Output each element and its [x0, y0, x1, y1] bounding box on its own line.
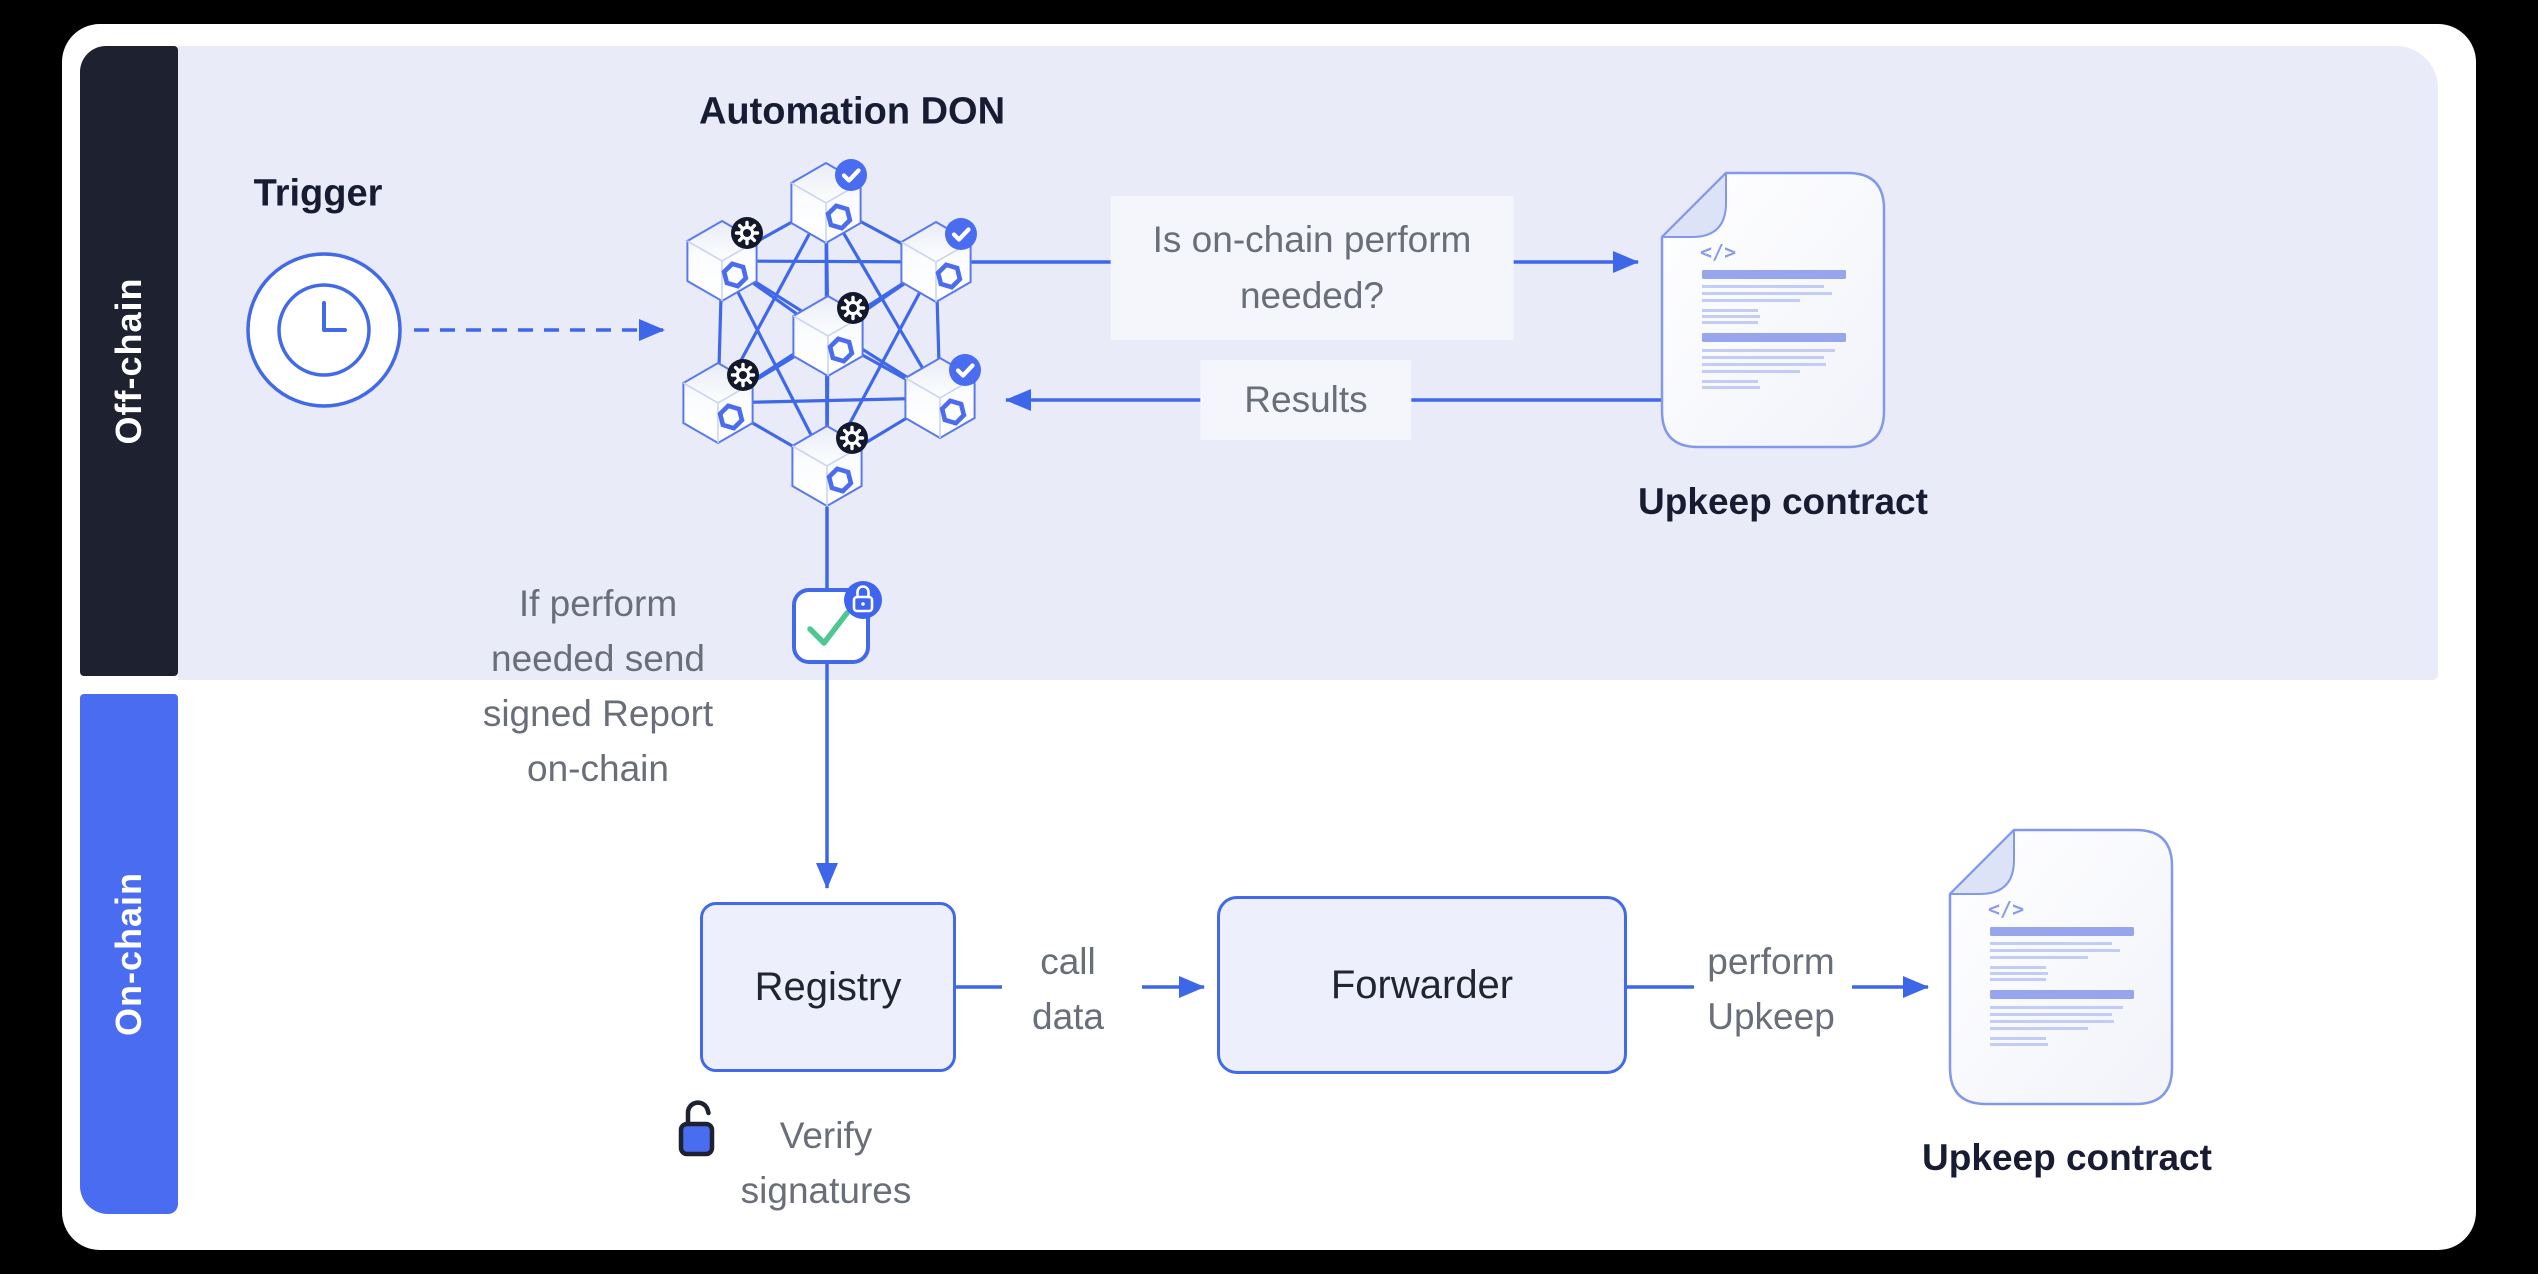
forwarder-label: Forwarder	[1330, 962, 1514, 1007]
registry-box: Registry	[700, 902, 956, 1072]
perform-upkeep-label: perform Upkeep	[1707, 941, 1835, 1037]
sidebar-offchain: Off-chain	[80, 46, 178, 676]
forwarder-box: Forwarder	[1217, 896, 1627, 1074]
upkeep-contract-label-top: Upkeep contract	[1638, 481, 1928, 522]
clock-icon	[246, 252, 402, 408]
registry-label: Registry	[754, 964, 902, 1009]
code-document-icon	[1948, 828, 2174, 1106]
gear-badge-icon	[835, 290, 871, 326]
question-note: Is on-chain perform needed?	[1110, 196, 1514, 340]
check-badge-icon	[949, 354, 981, 386]
check-badge-icon	[835, 159, 867, 191]
sidebar-onchain: On-chain	[80, 694, 178, 1214]
upkeep-contract-label-bottom: Upkeep contract	[1922, 1137, 2212, 1178]
report-note: If perform needed send signed Report on-…	[482, 583, 714, 789]
lock-badge-icon	[844, 581, 882, 619]
signed-report-check-icon	[792, 581, 882, 664]
results-label: Results	[1200, 360, 1412, 440]
gear-badge-icon	[834, 420, 870, 456]
trigger-label: Trigger	[253, 172, 383, 215]
code-document-icon	[1660, 171, 1886, 449]
don-title: Automation DON	[698, 90, 1006, 133]
open-padlock-icon	[678, 1100, 715, 1157]
check-badge-icon	[945, 218, 977, 250]
gear-badge-icon	[729, 215, 765, 251]
don-network	[683, 159, 981, 506]
verify-signatures-note: Verify signatures	[740, 1115, 912, 1211]
gear-badge-icon	[725, 357, 761, 393]
call-data-label: call data	[1031, 941, 1105, 1037]
